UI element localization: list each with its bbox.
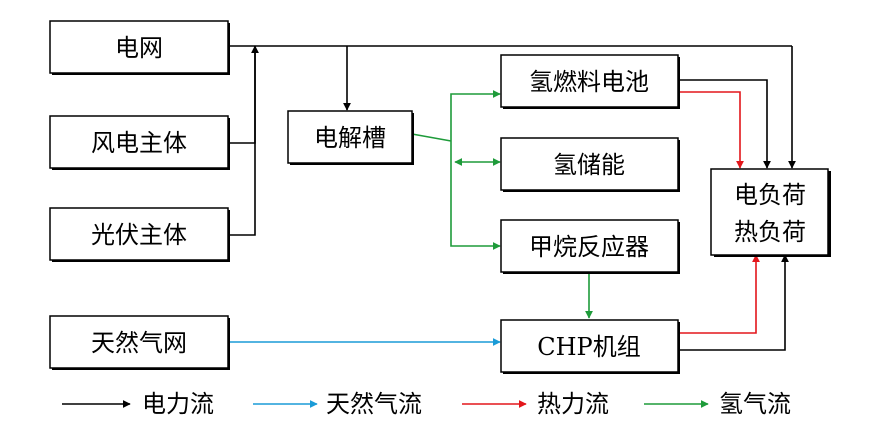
node-h2-storage-label: 氢储能 xyxy=(553,151,625,179)
node-load-heat-label: 热负荷 xyxy=(734,218,806,246)
node-load-elec-label: 电负荷 xyxy=(734,181,806,209)
node-methanation: 甲烷反应器 xyxy=(500,219,680,274)
node-methanation-label: 甲烷反应器 xyxy=(529,233,649,261)
edge-pv-to-bus xyxy=(228,45,259,236)
legend-item-hydrogen: 氢气流 xyxy=(644,390,791,418)
node-grid: 电网 xyxy=(49,20,230,75)
legend-label-gas: 天然气流 xyxy=(326,390,422,418)
edge-electrolyzer-to-hub xyxy=(411,133,452,142)
legend: 电力流 天然气流 热力流 氢气流 xyxy=(62,390,791,418)
node-h2-storage: 氢储能 xyxy=(500,137,680,192)
legend-item-gas: 天然气流 xyxy=(253,390,422,418)
node-electrolyzer-label: 电解槽 xyxy=(314,124,386,152)
node-chp: CHP机组 xyxy=(500,319,680,374)
node-fuel-cell: 氢燃料电池 xyxy=(500,54,680,109)
node-load: 电负荷 热负荷 xyxy=(710,168,831,257)
edge-hub-to-fuelcell xyxy=(450,90,501,141)
legend-item-power: 电力流 xyxy=(62,390,214,418)
edge-fuelcell-heat-to-load xyxy=(677,91,744,169)
node-pv-label: 光伏主体 xyxy=(91,221,187,249)
node-gas-grid-label: 天然气网 xyxy=(91,329,187,357)
legend-label-hydrogen: 氢气流 xyxy=(719,390,791,418)
node-fuel-cell-label: 氢燃料电池 xyxy=(529,68,649,96)
edge-fuelcell-power-to-load xyxy=(677,79,771,169)
node-grid-label: 电网 xyxy=(115,34,163,62)
node-electrolyzer: 电解槽 xyxy=(287,110,414,165)
node-wind: 风电主体 xyxy=(49,115,230,170)
legend-item-heat: 热力流 xyxy=(462,390,609,418)
edge-chp-heat-to-load xyxy=(677,254,760,334)
node-chp-label: CHP机组 xyxy=(537,333,640,361)
legend-label-power: 电力流 xyxy=(142,390,214,418)
edge-chp-power-to-load xyxy=(677,254,789,351)
node-gas-grid: 天然气网 xyxy=(49,315,230,370)
edge-wind-to-bus xyxy=(228,52,256,144)
node-pv: 光伏主体 xyxy=(49,207,230,262)
edge-hub-to-methanation xyxy=(450,141,501,250)
legend-label-heat: 热力流 xyxy=(537,390,609,418)
node-wind-label: 风电主体 xyxy=(91,129,187,157)
